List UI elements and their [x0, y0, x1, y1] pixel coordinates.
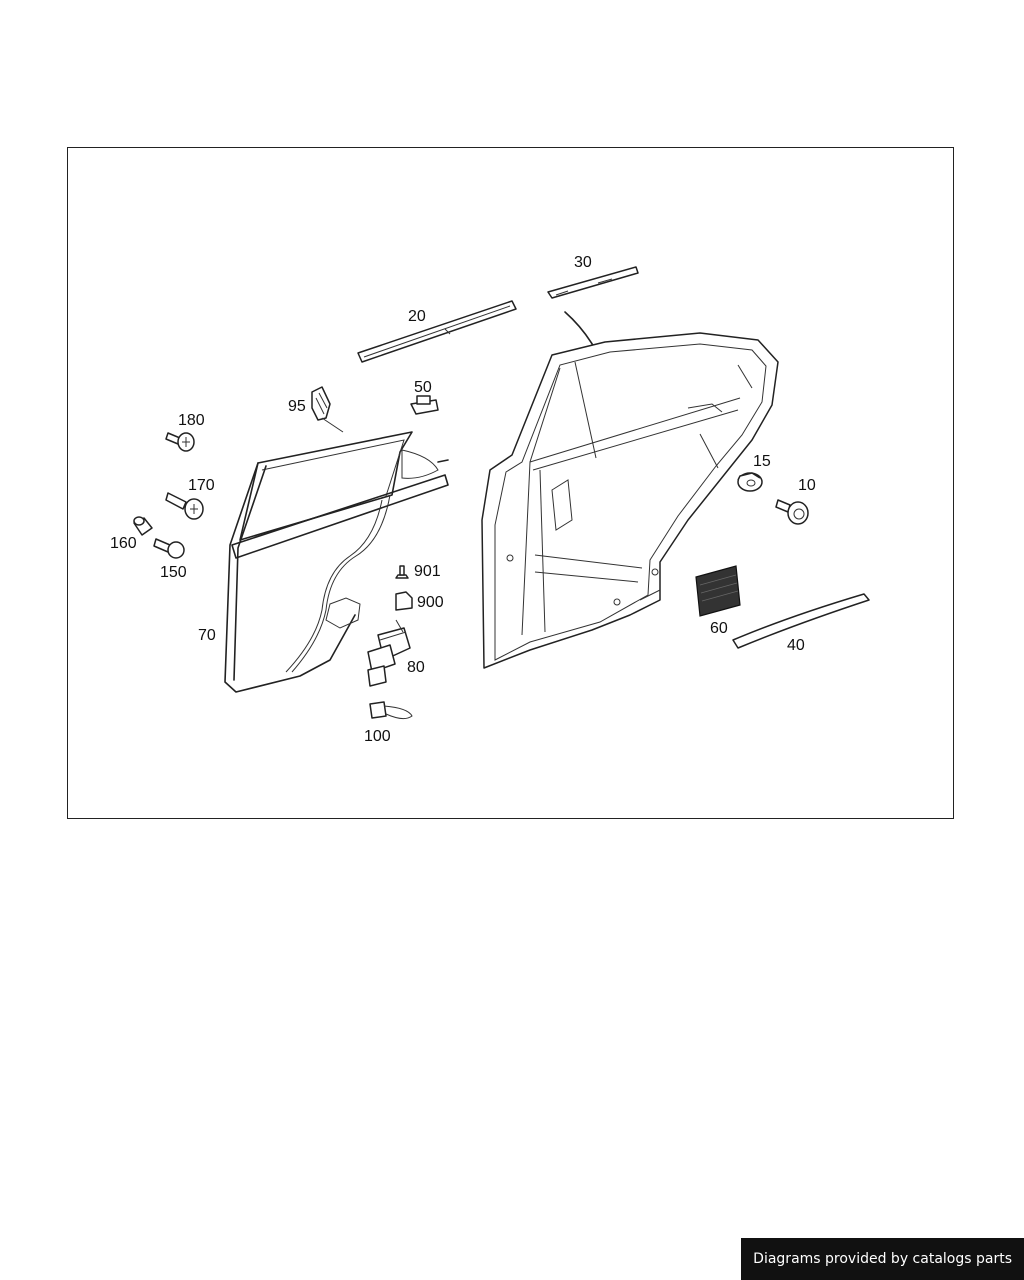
- part-170-bolt[interactable]: [165, 492, 204, 520]
- window-regulator-cables: [285, 494, 391, 673]
- part-20-window-channel[interactable]: [357, 300, 517, 363]
- callout-50[interactable]: 50: [414, 379, 432, 396]
- attribution-label: Diagrams provided by catalogs parts: [741, 1238, 1024, 1280]
- callout-180[interactable]: 180: [178, 412, 205, 429]
- callout-95[interactable]: 95: [288, 398, 306, 415]
- part-900-connector[interactable]: [395, 591, 413, 611]
- callout-150[interactable]: 150: [160, 564, 187, 581]
- part-70-window-frame[interactable]: [224, 431, 449, 693]
- callout-30[interactable]: 30: [574, 254, 592, 271]
- part-160-sleeve[interactable]: [133, 516, 153, 536]
- callout-40[interactable]: 40: [787, 637, 805, 654]
- callout-100[interactable]: 100: [364, 728, 391, 745]
- leader-line-95: [321, 417, 344, 433]
- callout-60[interactable]: 60: [710, 620, 728, 637]
- part-180-bolt[interactable]: [165, 432, 195, 452]
- part-15-cap[interactable]: [737, 472, 763, 492]
- part-150-bolt[interactable]: [153, 538, 185, 559]
- callout-20[interactable]: 20: [408, 308, 426, 325]
- callout-160[interactable]: 160: [110, 535, 137, 552]
- callout-170[interactable]: 170: [188, 477, 215, 494]
- part-30-trim-strip[interactable]: [547, 266, 639, 299]
- callout-80[interactable]: 80: [407, 659, 425, 676]
- part-50-clip[interactable]: [410, 395, 439, 415]
- callout-901[interactable]: 901: [414, 563, 441, 580]
- part-40-moulding[interactable]: [732, 593, 870, 649]
- part-100-wiring-harness[interactable]: [369, 701, 413, 720]
- part-10-bolt[interactable]: [775, 499, 809, 525]
- part-60-pad[interactable]: [695, 565, 741, 617]
- callout-70[interactable]: 70: [198, 627, 216, 644]
- part-95-bracket[interactable]: [311, 386, 331, 421]
- callout-15[interactable]: 15: [753, 453, 771, 470]
- diagram-frame: [67, 147, 954, 819]
- door-shell[interactable]: [481, 332, 779, 669]
- part-80-window-motor[interactable]: [367, 619, 411, 687]
- part-901-clip[interactable]: [395, 565, 409, 579]
- callout-900[interactable]: 900: [417, 594, 444, 611]
- callout-10[interactable]: 10: [798, 477, 816, 494]
